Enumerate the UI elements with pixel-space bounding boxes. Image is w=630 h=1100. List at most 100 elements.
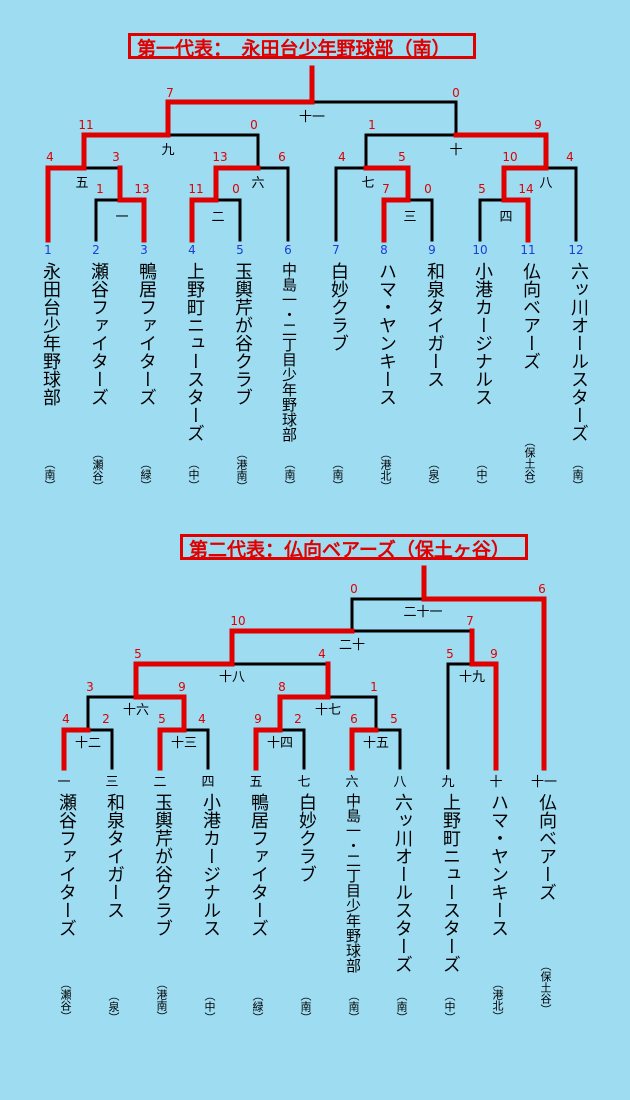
b2-team-area: （保土谷） xyxy=(539,960,552,1015)
b1-score: 13 xyxy=(212,150,228,164)
b1-score: 1 xyxy=(96,182,104,196)
b1-seed: 5 xyxy=(236,243,244,257)
b1-game-name: 三 xyxy=(403,210,417,225)
b2-team-name: 白妙クラブ xyxy=(296,793,317,883)
b1-seed: 3 xyxy=(140,243,148,257)
b2-game-name: 十四 xyxy=(266,736,293,751)
b2-game-name: 十五 xyxy=(362,736,389,751)
b2-game-name: 十九 xyxy=(458,670,485,685)
b1-score: 13 xyxy=(134,182,150,196)
bracket1-lines-red xyxy=(45,65,549,243)
b2-score: 9 xyxy=(254,712,262,726)
b1-score: 5 xyxy=(478,182,486,196)
b1-game-name: 十 xyxy=(449,143,463,158)
bracket2-title: 第二代表：仏向ベアーズ（保土ヶ谷） xyxy=(180,534,528,561)
b1-score: 7 xyxy=(382,182,390,196)
b1-score: 3 xyxy=(112,150,120,164)
b2-game-name: 十六 xyxy=(122,703,149,718)
b1-game-name: 二 xyxy=(211,210,225,225)
b2-score: 5 xyxy=(158,712,166,726)
b1-team-area: （瀬谷） xyxy=(91,448,104,492)
b1-seed: 10 xyxy=(472,243,488,257)
b2-team-area: （南） xyxy=(395,990,408,1023)
b1-team-area: （中） xyxy=(475,458,488,491)
b2-team-area: （中） xyxy=(443,990,456,1023)
b1-seed: 12 xyxy=(568,243,584,257)
b1-score: 4 xyxy=(566,150,574,164)
bracket2-lines-black xyxy=(86,597,474,770)
b1-seed: 7 xyxy=(332,243,340,257)
b2-team-name: 中島一・二丁目少年野球部 xyxy=(344,793,362,973)
b2-team-name: 和泉タイガース xyxy=(104,793,125,919)
b1-score: 0 xyxy=(452,86,460,100)
b1-seed: 4 xyxy=(188,243,196,257)
b1-seed: 8 xyxy=(380,243,388,257)
b1-game-name: 六 xyxy=(251,176,265,191)
b2-slot: 十 xyxy=(489,775,503,790)
b1-team-name: 瀬谷ファイターズ xyxy=(88,262,109,406)
b2-slot: 八 xyxy=(393,775,407,790)
b2-score: 6 xyxy=(538,582,546,596)
b1-team-area: （南） xyxy=(43,458,56,491)
b1-score: 11 xyxy=(188,182,204,196)
b1-score: 14 xyxy=(518,182,534,196)
b2-score: 8 xyxy=(278,680,286,694)
b1-seed: 9 xyxy=(428,243,436,257)
b1-game-name: 十一 xyxy=(298,110,325,125)
b2-team-area: （中） xyxy=(203,990,216,1023)
b1-score: 0 xyxy=(232,182,240,196)
b2-score: 5 xyxy=(446,647,454,661)
b2-team-area: （泉） xyxy=(107,990,120,1023)
b2-score: 2 xyxy=(294,712,302,726)
b1-team-area: （中） xyxy=(187,458,200,491)
b1-score: 7 xyxy=(166,86,174,100)
b2-team-name: ハマ・ヤンキース xyxy=(488,793,509,937)
b2-team-name: 上野町ニュースターズ xyxy=(440,793,461,973)
b1-team-area: （保土谷） xyxy=(523,436,536,491)
b2-score: 9 xyxy=(178,680,186,694)
b2-team-name: 小港カージナルス xyxy=(200,793,221,937)
b1-game-name: 八 xyxy=(539,176,553,191)
b2-slot: 七 xyxy=(297,775,311,790)
b2-score: 4 xyxy=(62,712,70,726)
b2-team-area: （南） xyxy=(299,990,312,1023)
b1-team-name: 六ッ川オールスターズ xyxy=(568,262,589,442)
b1-score: 9 xyxy=(534,118,542,132)
b1-team-area: （南） xyxy=(331,458,344,491)
b1-score: 11 xyxy=(78,118,94,132)
b1-seed: 2 xyxy=(92,243,100,257)
b1-game-name: 五 xyxy=(75,176,89,191)
b2-score: 0 xyxy=(350,582,358,596)
b2-game-name: 二十一 xyxy=(403,605,443,620)
b1-team-area: （南） xyxy=(283,458,296,491)
b1-score: 4 xyxy=(46,150,54,164)
b2-score: 9 xyxy=(490,647,498,661)
b1-team-name: 上野町ニュースターズ xyxy=(184,262,205,442)
b2-slot: 十一 xyxy=(530,775,557,790)
b1-team-name: 仏向ベアーズ xyxy=(520,262,541,370)
b2-slot: 六 xyxy=(345,775,359,790)
b1-team-area: （南） xyxy=(571,458,584,491)
b2-slot: 五 xyxy=(249,775,263,790)
b2-score: 5 xyxy=(390,712,398,726)
b1-team-name: 中島一・二丁目少年野球部 xyxy=(280,262,298,442)
b2-team-area: （港南） xyxy=(155,978,168,1022)
b2-game-name: 十三 xyxy=(170,736,197,751)
b1-game-name: 四 xyxy=(499,210,513,225)
b1-team-name: 永田台少年野球部 xyxy=(40,262,61,406)
b2-score: 10 xyxy=(230,614,246,628)
b2-slot: 三 xyxy=(105,775,119,790)
b2-slot: 一 xyxy=(57,775,71,790)
b1-team-area: （緑） xyxy=(139,458,152,491)
b2-game-name: 十八 xyxy=(218,670,245,685)
b2-score: 4 xyxy=(198,712,206,726)
b1-seed: 1 xyxy=(44,243,52,257)
b2-team-name: 玉輿芹が谷クラブ xyxy=(152,793,173,937)
b1-team-area: （港南） xyxy=(235,448,248,492)
b2-team-name: 鴨居ファイターズ xyxy=(248,793,269,937)
b1-seed: 11 xyxy=(520,243,536,257)
b2-score: 1 xyxy=(370,680,378,694)
bracket1-lines-black xyxy=(82,100,578,242)
b1-team-name: ハマ・ヤンキース xyxy=(376,262,397,406)
